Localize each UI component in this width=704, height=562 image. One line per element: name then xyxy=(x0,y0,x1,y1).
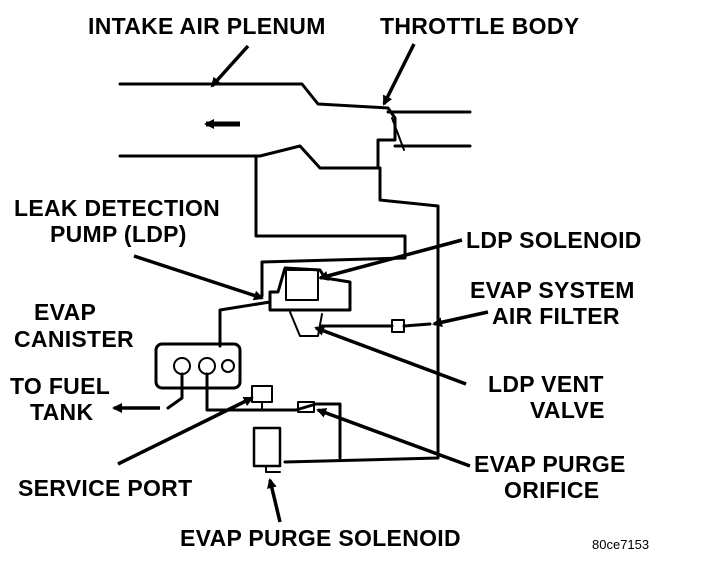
label-evap-air-filter-line1: EVAP SYSTEM xyxy=(470,277,635,303)
label-evap-canister-line2: CANISTER xyxy=(14,326,134,352)
label-ldp-solenoid: LDP SOLENOID xyxy=(466,227,642,253)
canister-port-1 xyxy=(173,357,191,375)
label-evap-purge-orifice-line1: EVAP PURGE xyxy=(474,451,626,477)
leader-air-filter xyxy=(432,310,489,328)
purge-vacuum-line xyxy=(283,166,440,464)
leader-purge-solenoid xyxy=(266,478,282,523)
label-evap-purge-solenoid: EVAP PURGE SOLENOID xyxy=(180,525,461,551)
label-throttle-body: THROTTLE BODY xyxy=(380,13,580,39)
evap-purge-solenoid xyxy=(252,426,282,468)
canister-port-3 xyxy=(221,359,235,373)
label-service-port: SERVICE PORT xyxy=(18,475,193,501)
air-filter-vent xyxy=(402,322,432,328)
label-evap-canister-line1: EVAP xyxy=(34,299,97,325)
label-intake-air-plenum: INTAKE AIR PLENUM xyxy=(88,13,326,39)
intake-plenum-duct xyxy=(118,82,397,170)
label-ldp-line1: LEAK DETECTION xyxy=(14,195,221,221)
ldp-vacuum-hose xyxy=(254,154,407,298)
leader-service-port xyxy=(117,396,254,466)
leader-intake-plenum xyxy=(210,44,250,88)
throttle-plate xyxy=(391,117,405,151)
evap-air-filter xyxy=(391,319,405,333)
leader-ldp xyxy=(133,254,264,301)
label-to-fuel-tank-line2: TANK xyxy=(30,399,94,425)
label-ldp-line2: PUMP (LDP) xyxy=(50,221,187,247)
ldp-canister-line xyxy=(218,300,272,348)
figure-id: 80ce7153 xyxy=(592,537,650,552)
evap-canister xyxy=(154,342,242,390)
label-ldp-vent-valve-line2: VALVE xyxy=(530,397,605,423)
purge-solenoid-outlet xyxy=(265,465,281,473)
fuel-tank-line xyxy=(166,372,184,410)
ldp-vent-valve-body xyxy=(289,311,323,337)
label-to-fuel-tank-line1: TO FUEL xyxy=(10,373,111,399)
label-evap-purge-orifice-line2: ORIFICE xyxy=(504,477,600,503)
purge-orifice xyxy=(297,401,315,413)
leader-vent-valve xyxy=(314,326,467,386)
canister-port-2 xyxy=(198,357,216,375)
service-port xyxy=(251,385,273,403)
ldp-solenoid-body xyxy=(285,269,319,301)
leader-ldp-solenoid xyxy=(318,238,463,281)
leader-throttle-body xyxy=(382,43,416,106)
leader-purge-orifice xyxy=(316,408,471,468)
canister-purge-line xyxy=(205,372,342,460)
label-evap-air-filter-line2: AIR FILTER xyxy=(492,303,620,329)
label-ldp-vent-valve-line1: LDP VENT xyxy=(488,371,604,397)
